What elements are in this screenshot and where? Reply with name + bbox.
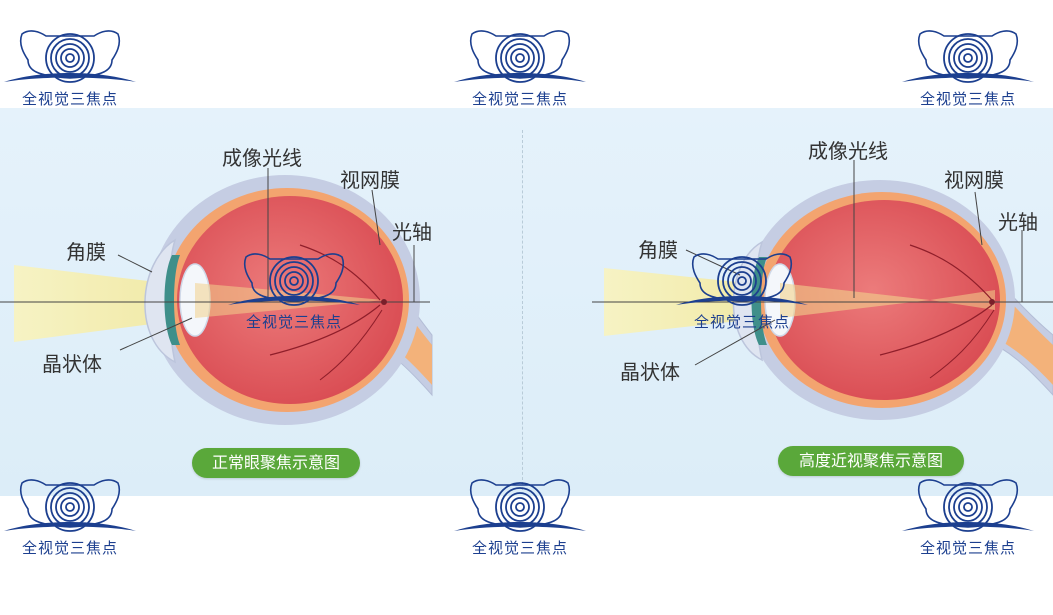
normal-vessel-1 — [269, 304, 381, 356]
myopia-vessel-1 — [879, 304, 993, 356]
watermark: 全视觉三焦点 — [224, 245, 364, 337]
normal-vessel-3 — [319, 309, 383, 381]
watermark-emblem-icon — [4, 479, 136, 532]
normal-leader-retina — [371, 189, 381, 246]
watermark: 全视觉三焦点 — [898, 471, 1038, 563]
myopia-label-cornea: 角膜 — [638, 238, 678, 262]
myopia-leader-retina — [974, 191, 983, 246]
normal-label-imaging-ray: 成像光线 — [222, 146, 302, 170]
watermark-emblem-icon — [902, 30, 1034, 83]
watermark-emblem-icon — [228, 253, 360, 306]
normal-vessel-2 — [299, 244, 381, 301]
myopia-label-optical-axis: 光轴 — [998, 210, 1038, 234]
myopia-label-lens: 晶状体 — [620, 360, 680, 384]
myopia-label-imaging-ray: 成像光线 — [808, 139, 888, 163]
panel-divider — [522, 130, 523, 490]
watermark-text: 全视觉三焦点 — [245, 313, 342, 331]
watermark-emblem-icon — [902, 479, 1034, 532]
myopia-vessel-3 — [929, 309, 995, 379]
normal-caption: 正常眼聚焦示意图 — [192, 448, 360, 478]
watermark-text: 全视觉三焦点 — [693, 313, 790, 331]
normal-focal-point — [381, 299, 387, 305]
watermark: 全视觉三焦点 — [450, 471, 590, 563]
watermark-emblem-icon — [454, 479, 586, 532]
watermark: 全视觉三焦点 — [450, 22, 590, 114]
watermark: 全视觉三焦点 — [898, 22, 1038, 114]
myopia-leader-cornea — [685, 249, 741, 276]
watermark-emblem-icon — [4, 30, 136, 83]
myopia-leader-lens — [694, 319, 776, 366]
watermark-text: 全视觉三焦点 — [21, 539, 118, 557]
watermark-text: 全视觉三焦点 — [919, 539, 1016, 557]
normal-eye — [0, 168, 433, 425]
watermark-emblem-icon — [454, 30, 586, 83]
normal-label-lens: 晶状体 — [42, 352, 102, 376]
myopia-vessel-2 — [909, 244, 993, 301]
watermark-text: 全视觉三焦点 — [919, 90, 1016, 108]
watermark-text: 全视觉三焦点 — [471, 90, 568, 108]
myopia-caption: 高度近视聚焦示意图 — [778, 446, 964, 476]
watermark-text: 全视觉三焦点 — [471, 539, 568, 557]
normal-label-retina: 视网膜 — [340, 168, 400, 192]
normal-iris — [164, 255, 180, 345]
watermark-emblem-icon — [676, 253, 808, 306]
watermark: 全视觉三焦点 — [0, 471, 140, 563]
myopia-retina-point — [989, 299, 995, 305]
normal-leader-lens — [119, 317, 193, 351]
normal-leader-cornea — [117, 254, 153, 273]
myopia-inner-beam-2 — [930, 290, 995, 310]
myopia-eye — [592, 160, 1053, 420]
normal-label-optical-axis: 光轴 — [392, 220, 432, 244]
watermark: 全视觉三焦点 — [672, 245, 812, 337]
normal-light-beam-outer — [14, 265, 182, 342]
myopia-label-retina: 视网膜 — [944, 168, 1004, 192]
normal-label-cornea: 角膜 — [66, 240, 106, 264]
myopia-inner-beam-1 — [780, 283, 930, 318]
watermark: 全视觉三焦点 — [0, 22, 140, 114]
watermark-text: 全视觉三焦点 — [21, 90, 118, 108]
